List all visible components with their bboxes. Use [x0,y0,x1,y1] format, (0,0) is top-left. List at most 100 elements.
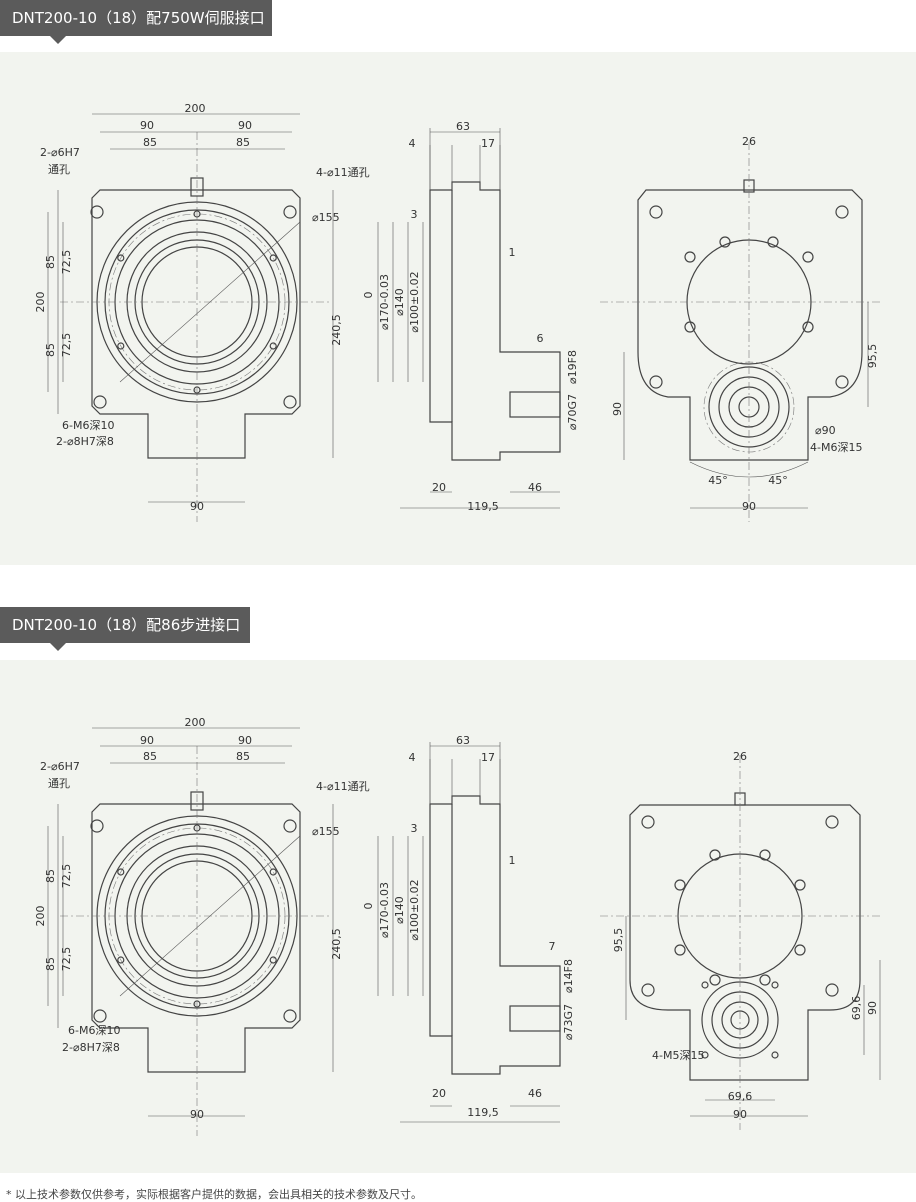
dim-label: 63 [456,120,470,133]
bolt-hole [802,251,814,263]
technical-drawing-servo: 200 90 90 85 85 2-⌀6H7 通孔 4-⌀11通孔 ⌀155 8… [34,102,880,522]
section-title: DNT200-10（18）配750W伺服接口 [12,9,265,27]
dim-label: 90 [140,734,154,747]
dim-label: 90 [733,1108,747,1121]
section-header-stepper [0,607,250,643]
dim-label: 2-⌀6H7 [40,760,80,773]
dim-label: 200 [34,292,47,313]
mount-hole [90,819,104,833]
dim-label: 20 [432,1087,446,1100]
tapped-hole [117,868,125,876]
key [190,177,204,197]
section-header-pointer [50,643,66,651]
leader-line [119,221,301,383]
mount-hole [649,375,663,389]
dim-label: ⌀170-0.03 [378,882,391,938]
tapped-hole [269,956,277,964]
side-view-outline [429,181,561,461]
dim-label: 200 [185,102,206,115]
dim-label: 95,5 [612,928,625,953]
dim-label: 85 [143,750,157,763]
dim-label: 45° [768,474,788,487]
mount-hole [93,1009,107,1023]
technical-drawing-stepper: 200 90 90 85 85 2-⌀6H7 通孔 4-⌀11通孔 ⌀155 8… [34,716,881,1136]
dim-label: 4 [409,751,416,764]
dim-label: ⌀170-0.03 [378,274,391,330]
mount-hole [649,205,663,219]
dim-label: 0 [362,903,375,910]
bolt-hole [767,236,779,248]
dim-label: ⌀155 [312,825,340,838]
dim-label: 85 [44,255,57,269]
dim-label: 90 [190,1108,204,1121]
dim-label: 90 [866,1001,879,1015]
dim-label: 72,5 [60,250,73,275]
bolt-hole [759,974,771,986]
side-view-outline [429,795,561,1075]
dim-label: 4-M6深15 [810,441,862,454]
dim-label: 85 [44,869,57,883]
angle-arc [689,461,809,478]
section-title: DNT200-10（18）配86步进接口 [12,616,241,634]
dim-label: 90 [140,119,154,132]
dim-label: 69,6 [728,1090,753,1103]
footnote: * 以上技术参数仅供参考，实际根据客户提供的数据，会出具相关的技术参数及尺寸。 [6,1188,422,1201]
bolt-hole [684,321,696,333]
dim-label: 45° [708,474,728,487]
bolt-hole [709,974,721,986]
dim-label: 119,5 [467,500,499,513]
dim-label: 1 [509,854,516,867]
bolt-hole [759,849,771,861]
dim-label: 95,5 [866,344,879,369]
dim-label: 2-⌀6H7 [40,146,80,159]
key [190,791,204,811]
bolt-hole [794,879,806,891]
mount-hole [93,395,107,409]
dim-label: 20 [432,481,446,494]
dim-label: 6 [537,332,544,345]
dim-label: 通孔 [48,163,70,176]
base-plate-outline [91,189,301,459]
section-header-servo [0,0,272,36]
dim-label: 85 [143,136,157,149]
mount-hole [641,815,655,829]
tapped-hole [269,868,277,876]
dim-label: 72,5 [60,864,73,889]
dim-label: 4-⌀11通孔 [316,166,370,179]
mount-hole [283,819,297,833]
drawing-panel-servo: 200 90 90 85 85 2-⌀6H7 通孔 4-⌀11通孔 ⌀155 8… [0,52,916,565]
tapped-hole [701,981,709,989]
dim-label: 3 [411,208,418,221]
shaft [509,391,561,418]
turntable-circle [104,823,290,1009]
dim-label: 3 [411,822,418,835]
bolt-hole [709,849,721,861]
dim-label: 4 [409,137,416,150]
dim-label: 6-M6深10 [62,419,114,432]
dim-label: 2-⌀8H7深8 [62,1041,120,1054]
dim-label: 90 [611,402,624,416]
dim-label: 通孔 [48,777,70,790]
tapped-hole [701,1051,709,1059]
mount-hole [641,983,655,997]
dim-label: ⌀90 [815,424,836,437]
pitch-circle [703,361,795,453]
dim-label: ⌀140 [393,896,406,924]
dim-label: 17 [481,751,495,764]
dim-label: 90 [238,734,252,747]
dim-label: ⌀73G7 [562,1004,575,1040]
bolt-hole [674,944,686,956]
dim-label: ⌀155 [312,211,340,224]
dim-label: 69,6 [850,996,863,1021]
dim-label: 2-⌀8H7深8 [56,435,114,448]
dim-label: 46 [528,481,542,494]
mount-hole [825,815,839,829]
dim-label: 90 [742,500,756,513]
mount-hole [825,983,839,997]
dim-label: 26 [733,750,747,763]
bolt-hole [794,944,806,956]
dim-label: ⌀100±0.02 [408,879,421,940]
leader-line [119,835,301,997]
tapped-hole [771,981,779,989]
bolt-hole [684,251,696,263]
